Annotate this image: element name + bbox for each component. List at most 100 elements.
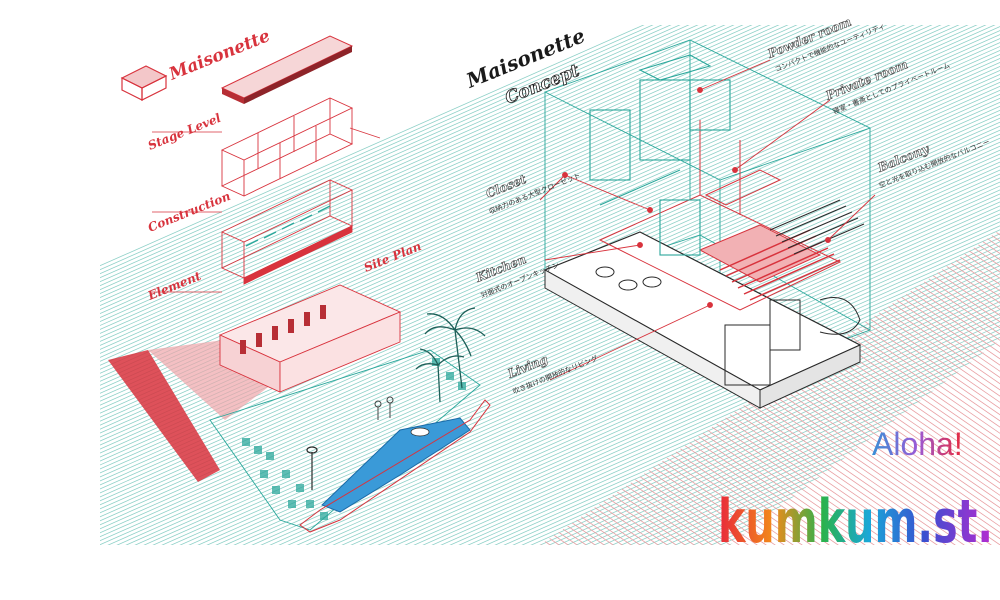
- hatch-line: [190, 25, 1000, 545]
- hatch-line: [540, 230, 930, 545]
- hatch-line: [100, 25, 719, 545]
- hatch-line: [451, 25, 1000, 545]
- hatch-line: [442, 25, 1000, 545]
- hatch-line: [100, 25, 782, 545]
- site-plan: [108, 284, 491, 533]
- hatch-line: [307, 25, 1000, 545]
- hatch-line: [100, 25, 800, 545]
- callout-lines: [539, 59, 876, 381]
- hatch-line: [289, 25, 1000, 545]
- hatch-line: [334, 25, 1000, 545]
- hatch-line: [505, 25, 1000, 545]
- hatch-line: [540, 230, 777, 545]
- slab-diagram: [220, 35, 354, 104]
- hatch-line: [172, 25, 1000, 545]
- hatch-line: [540, 230, 912, 545]
- callout-private-room: Private room 寝室・書斎としてのプライベートルーム: [823, 57, 952, 116]
- logo-main: kumkum.st.: [718, 487, 993, 557]
- hatch-line: [100, 25, 944, 545]
- hatch-line: [540, 230, 984, 545]
- hatch-line: [100, 25, 809, 545]
- hatch-line: [298, 25, 1000, 545]
- hatch-line: [0, 0, 254, 600]
- hatch-line: [244, 25, 1000, 545]
- logo-aloha: Aloha!: [872, 426, 963, 462]
- hatch-line: [540, 230, 975, 545]
- hatch-line: [496, 25, 1000, 545]
- hatch-line: [540, 230, 903, 545]
- hatch-line: [100, 25, 917, 545]
- hatch-line: [100, 25, 746, 545]
- hatch-line: [100, 25, 1000, 545]
- hatch-line: [100, 25, 827, 545]
- hatch-line: [540, 230, 858, 545]
- people-figures: [374, 396, 394, 420]
- hatch-line: [100, 25, 845, 545]
- hatch-line: [100, 25, 890, 545]
- upper-floor-structure: [598, 120, 842, 311]
- hatch-line: [100, 25, 854, 545]
- hatch-line: [316, 25, 1000, 545]
- site-building: [218, 284, 402, 393]
- hatch-line: [370, 25, 1000, 545]
- hatch-line: [540, 230, 1000, 545]
- hatch-line: [406, 25, 1000, 545]
- step-guide-lines: [152, 127, 381, 293]
- hatch-line: [235, 25, 1000, 545]
- hatch-line: [540, 230, 795, 545]
- hatch-line: [100, 25, 908, 545]
- hatch-line: [118, 25, 1000, 545]
- hatch-line: [100, 25, 872, 545]
- hatch-line: [540, 230, 1000, 545]
- hatch-line: [540, 230, 966, 545]
- hatch-line: [100, 25, 818, 545]
- hatch-line: [514, 25, 1000, 545]
- hatch-line: [523, 25, 1000, 545]
- frame-diagram: [220, 97, 354, 197]
- hatch-line: [541, 230, 1000, 545]
- hatch-line: [540, 230, 1000, 545]
- hatch-line: [100, 25, 881, 545]
- hatch-line: [100, 25, 962, 545]
- hatch-line: [540, 230, 1000, 545]
- hatch-line: [540, 230, 921, 545]
- hatch-line: [163, 25, 1000, 545]
- hatch-line: [540, 230, 822, 545]
- hatch-line: [100, 25, 935, 545]
- hatch-line: [100, 25, 710, 545]
- lamp-post: [306, 446, 318, 490]
- hatch-line: [100, 25, 899, 545]
- hatch-line: [199, 25, 1000, 545]
- hatch-line: [540, 230, 1000, 545]
- hatch-line: [540, 230, 894, 545]
- hatch-line: [109, 25, 1000, 545]
- hatch-line: [540, 230, 1000, 545]
- palm-tree: [415, 307, 486, 403]
- hatch-line: [127, 25, 1000, 545]
- hatch-line: [540, 230, 831, 545]
- hatch-line: [100, 25, 863, 545]
- hatch-line: [226, 25, 1000, 545]
- hatch-line: [540, 230, 1000, 545]
- hatch-line: [100, 25, 971, 545]
- hatch-line: [100, 25, 755, 545]
- hatch-line: [540, 230, 813, 545]
- hatch-line: [100, 25, 836, 545]
- hatch-line: [540, 230, 759, 545]
- hatch-line: [100, 25, 926, 545]
- hatch-line: [540, 230, 1000, 545]
- hatch-line: [397, 25, 1000, 545]
- hatch-line: [100, 25, 791, 545]
- left-exploded-stack: [120, 35, 381, 293]
